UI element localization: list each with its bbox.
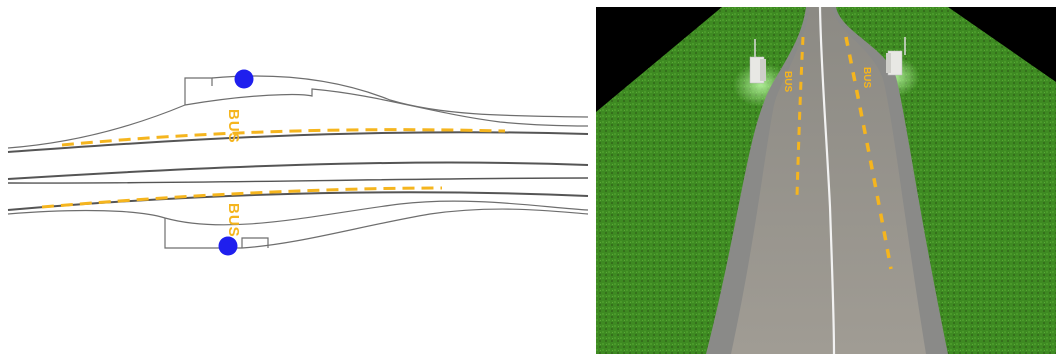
left-bay-dashed-line	[795, 36, 805, 198]
top-bay-dashed-line	[61, 128, 506, 147]
bottom-bay-back	[164, 208, 589, 249]
bus-marking-top: BUS	[225, 109, 242, 144]
bus-shelter-right	[886, 37, 906, 76]
top-bay-edge	[184, 77, 213, 105]
render-view-3d: BUS BUS	[596, 7, 1056, 354]
center-line-upper	[7, 161, 589, 180]
top-lane-edge	[7, 131, 589, 153]
bottom-bay-stub	[241, 237, 269, 248]
road-centerline	[818, 7, 836, 354]
top-outer-edge	[7, 104, 186, 149]
bus-stop-marker-bottom	[218, 236, 238, 256]
bottom-lane-edge	[7, 191, 589, 211]
bus-marking-right: BUS	[861, 67, 872, 88]
bus-shelter-left	[749, 39, 766, 84]
center-line-lower	[7, 177, 589, 184]
right-bay-dashed-line	[844, 36, 893, 270]
bottom-bay-curb	[7, 200, 589, 226]
bus-marking-bottom: BUS	[225, 203, 242, 238]
road-lines	[7, 75, 589, 249]
bottom-bay-dashed-line	[41, 186, 443, 209]
top-bay-back	[211, 75, 589, 118]
bus-marking-left: BUS	[782, 71, 793, 92]
plan-view-diagram: BUS BUS	[7, 69, 589, 256]
top-bay-curb	[184, 88, 589, 127]
bus-stop-marker-top	[234, 69, 254, 89]
